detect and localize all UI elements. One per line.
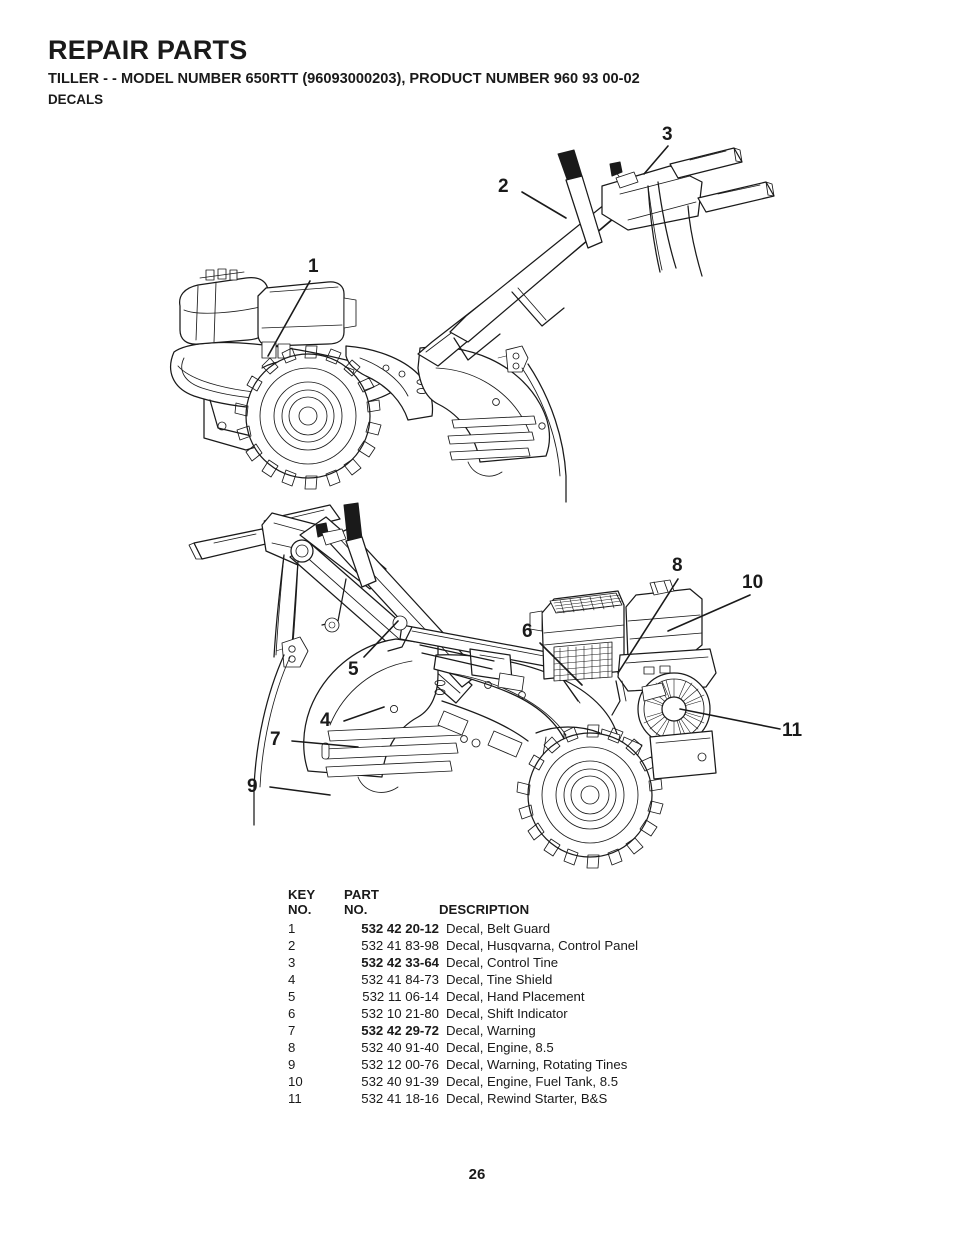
table-row: 7 532 42 29-72 Decal, Warning xyxy=(288,1022,728,1039)
callout-label-1: 1 xyxy=(308,256,319,277)
cell-key-number: 6 xyxy=(288,1005,296,1021)
table-row: 10 532 40 91-39 Decal, Engine, Fuel Tank, … xyxy=(288,1073,728,1090)
cell-key-number: 11 xyxy=(288,1090,302,1106)
cell-part-number: 532 11 06-14 xyxy=(362,988,439,1004)
column-header-part-line2: NO. xyxy=(344,901,368,917)
table-row: 4 532 41 84-73 Decal, Tine Shield xyxy=(288,971,728,988)
cell-part-number: 532 41 18-16 xyxy=(361,1090,439,1106)
cell-key-number: 1 xyxy=(288,920,296,936)
callout-label-11: 11 xyxy=(782,720,803,741)
cell-part-number: 532 12 00-76 xyxy=(361,1056,439,1072)
table-row: 3 532 42 33-64 Decal, Control Tine xyxy=(288,954,728,971)
table-body: 1 532 42 20-12 Decal, Belt Guard 2 532 41 83… xyxy=(288,920,728,1107)
cell-description: Decal, Control Tine xyxy=(446,954,559,970)
callout-label-5: 5 xyxy=(348,659,359,680)
cell-part-number: 532 42 29-72 xyxy=(361,1022,439,1038)
cell-description: Decal, Rewind Starter, B&S xyxy=(446,1090,608,1106)
cell-key-number: 10 xyxy=(288,1073,303,1089)
column-header-key-line1: KEY xyxy=(288,887,316,902)
column-header-description: DESCRIPTION xyxy=(439,901,530,917)
cell-key-number: 9 xyxy=(288,1056,296,1072)
cell-description: Decal, Husqvarna, Control Panel xyxy=(446,937,639,953)
table-header: KEY PART NO. NO. DESCRIPTION xyxy=(288,887,728,918)
callout-label-9: 9 xyxy=(247,776,258,797)
cell-part-number: 532 41 83-98 xyxy=(361,937,439,953)
cell-description: Decal, Warning, Rotating Tines xyxy=(446,1056,628,1072)
cell-part-number: 532 40 91-39 xyxy=(361,1073,439,1089)
cell-key-number: 4 xyxy=(288,971,296,987)
table-row: 1 532 42 20-12 Decal, Belt Guard xyxy=(288,920,728,937)
table-row: 5 532 11 06-14 Decal, Hand Placement xyxy=(288,988,728,1005)
page-number: 26 xyxy=(468,1166,486,1183)
cell-part-number: 532 10 21-80 xyxy=(361,1005,439,1021)
cell-description: Decal, Warning xyxy=(446,1022,536,1038)
section-subtitle: DECALS xyxy=(48,91,104,107)
table-row: 8 532 40 91-40 Decal, Engine, 8.5 xyxy=(288,1039,728,1056)
cell-description: Decal, Tine Shield xyxy=(446,971,553,987)
cell-key-number: 5 xyxy=(288,988,296,1004)
table-row: 9 532 12 00-76 Decal, Warning, Rotating Ti… xyxy=(288,1056,728,1073)
cell-description: Decal, Engine, 8.5 xyxy=(446,1039,554,1055)
callout-label-2: 2 xyxy=(498,176,509,197)
cell-key-number: 3 xyxy=(288,954,296,970)
cell-part-number: 532 41 84-73 xyxy=(361,971,439,987)
callout-label-7: 7 xyxy=(270,729,281,750)
cell-description: Decal, Shift Indicator xyxy=(446,1005,568,1021)
tiller-left-side-diagram: 1 2 3 xyxy=(150,120,790,510)
table-row: 2 532 41 83-98 Decal, Husqvarna, Control P… xyxy=(288,937,728,954)
column-header-key-line2: NO. xyxy=(288,901,312,917)
cell-key-number: 2 xyxy=(288,937,296,953)
column-header-part-line1: PART xyxy=(344,887,379,902)
cell-key-number: 7 xyxy=(288,1022,296,1038)
cell-description: Decal, Engine, Fuel Tank, 8.5 xyxy=(446,1073,619,1089)
table-row: 6 532 10 21-80 Decal, Shift Indicator xyxy=(288,1005,728,1022)
cell-description: Decal, Hand Placement xyxy=(446,988,585,1004)
cell-part-number: 532 42 33-64 xyxy=(361,954,439,970)
column-header-desc-spacer xyxy=(439,888,699,903)
callout-label-10: 10 xyxy=(742,572,763,593)
table-row: 11 532 41 18-16 Decal, Rewind Starter, B&S xyxy=(288,1090,728,1107)
callout-label-6: 6 xyxy=(522,621,533,642)
callout-label-8: 8 xyxy=(672,555,683,576)
cell-key-number: 8 xyxy=(288,1039,296,1055)
cell-part-number: 532 42 20-12 xyxy=(361,920,439,936)
callout-label-4: 4 xyxy=(320,710,331,731)
parts-list-table: KEY PART NO. NO. DESCRIPTION 1 532 42 20-… xyxy=(288,887,728,1107)
page-header: REPAIR PARTS TILLER - - MODEL NUMBER 650… xyxy=(48,36,908,108)
tiller-right-side-diagram: 4 5 6 7 8 9 10 11 xyxy=(150,495,830,895)
model-subtitle: TILLER - - MODEL NUMBER 650RTT (96093000… xyxy=(48,71,640,88)
callout-label-3: 3 xyxy=(662,124,673,145)
page-title: REPAIR PARTS xyxy=(48,35,248,65)
cell-description: Decal, Belt Guard xyxy=(446,920,551,936)
cell-part-number: 532 40 91-40 xyxy=(361,1039,439,1055)
